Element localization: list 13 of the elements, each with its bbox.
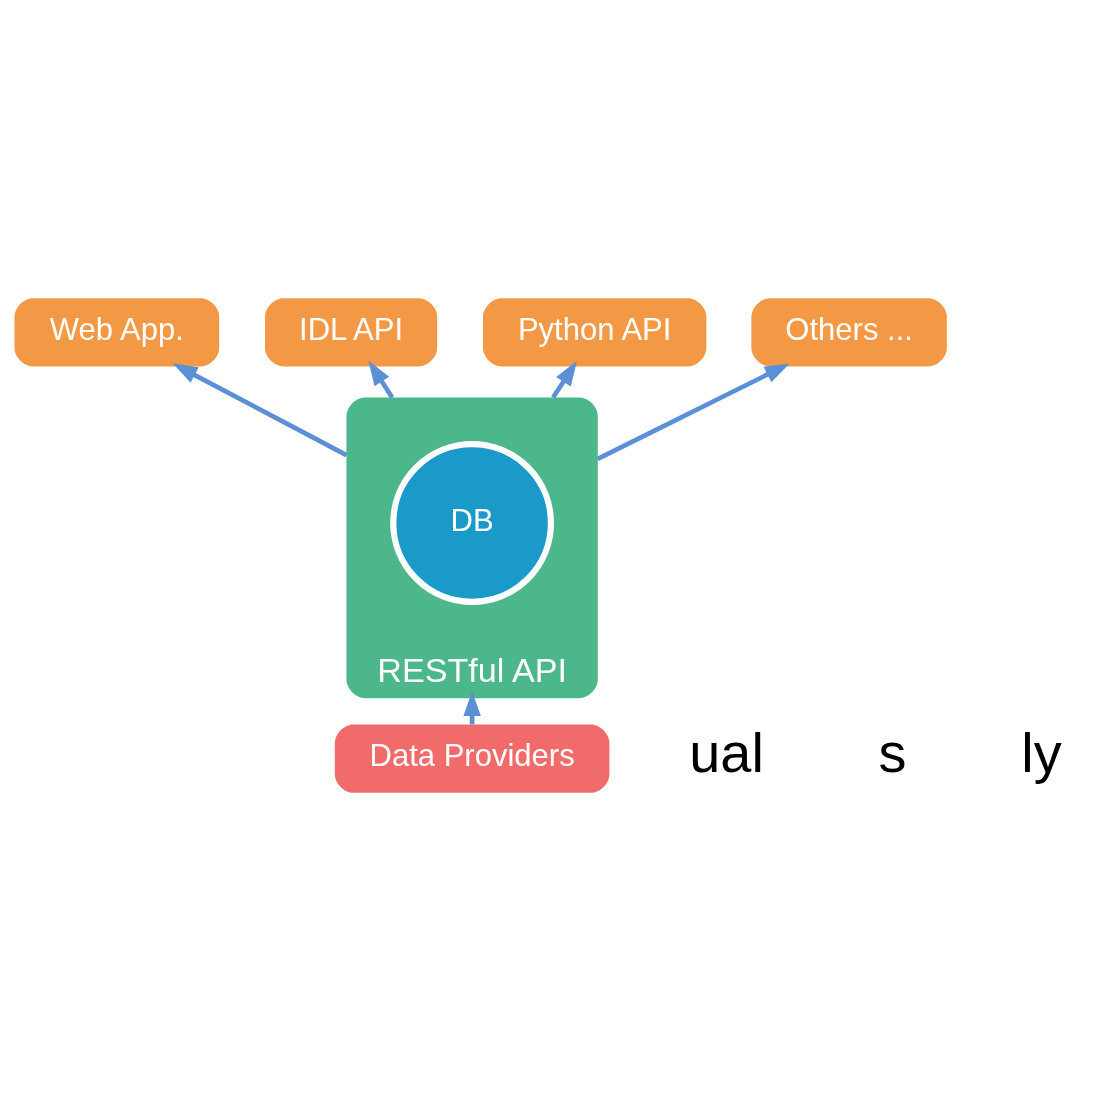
node-box: IDL API [265,298,438,367]
label: ly [1021,721,1062,785]
label: ual [689,721,764,785]
node-box: Data Providers [334,724,610,793]
arrow [596,363,790,462]
node-box: Python API [482,298,707,367]
arrow [172,363,348,458]
node-box: Others ... [751,298,947,367]
node-circle: DB [390,441,555,605]
node-box: Web App. [14,298,220,367]
arrow [551,360,578,399]
arrow [368,360,395,399]
label: s [878,721,907,785]
